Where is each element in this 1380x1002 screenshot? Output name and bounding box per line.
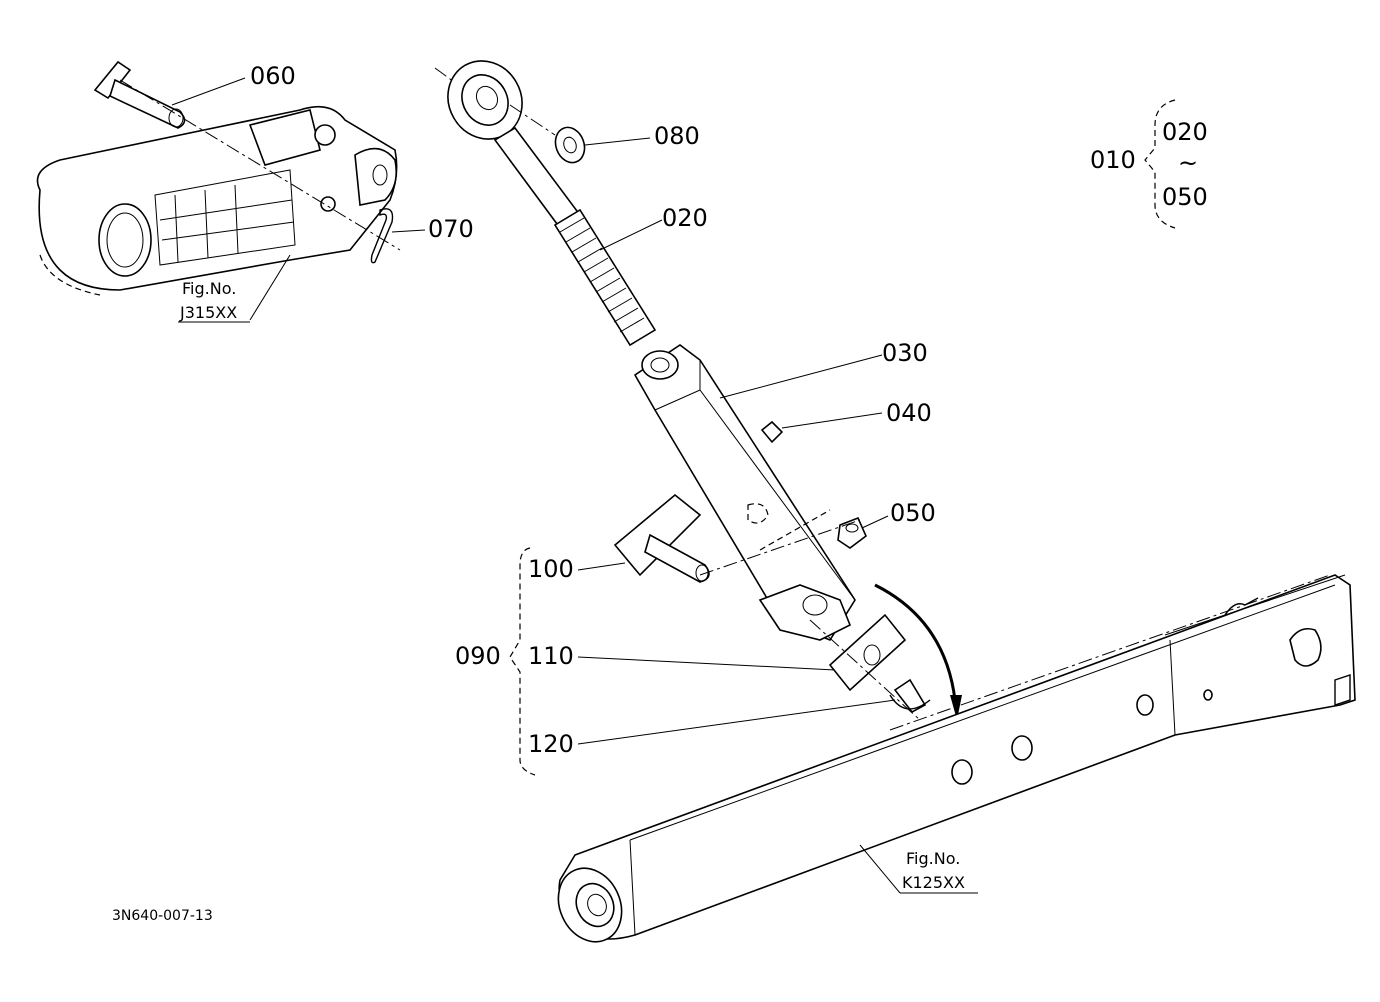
label-range-tilde: ~: [1178, 149, 1198, 177]
drawing-number: 3N640-007-13: [112, 908, 213, 924]
label-040: 040: [886, 399, 932, 427]
ref-upper-code: J315XX: [179, 303, 237, 322]
label-110: 110: [528, 642, 574, 670]
snap-clip-part: [370, 208, 394, 264]
ref-lower-prefix: Fig.No.: [906, 849, 960, 868]
label-090: 090: [455, 642, 501, 670]
label-010: 010: [1090, 146, 1136, 174]
label-030: 030: [882, 339, 928, 367]
label-120: 120: [528, 730, 574, 758]
clevis-pin-part: [613, 493, 710, 583]
washer-axis-line: [509, 104, 556, 136]
set-010-bracket: [1144, 99, 1176, 229]
lower-link-arm-part: [557, 574, 1356, 943]
label-100: 100: [528, 555, 574, 583]
label-range-end: 050: [1162, 183, 1208, 211]
label-range-start: 020: [1162, 118, 1208, 146]
linch-pin-part: [889, 678, 931, 714]
top-link-assembly: [434, 60, 856, 641]
upper-bracket-part: [36, 105, 398, 296]
grease-nipple-part: [760, 420, 784, 444]
lower-link-axis-line: [889, 574, 1331, 731]
retainer-plate-part: [828, 613, 907, 692]
clevis-pin-axis-line: [699, 519, 861, 576]
pin-part: [93, 60, 186, 129]
group-090-bracket: [509, 547, 536, 776]
pin-axis-line: [119, 79, 401, 251]
label-070: 070: [428, 215, 474, 243]
leader-lines: [171, 77, 901, 894]
washer-part: [554, 126, 586, 164]
label-060: 060: [250, 62, 296, 90]
label-020: 020: [662, 204, 708, 232]
label-050: 050: [890, 499, 936, 527]
rotation-arrow: [874, 583, 962, 720]
ref-upper-prefix: Fig.No.: [182, 279, 236, 298]
ref-lower-code: K125XX: [902, 873, 965, 892]
label-080: 080: [654, 122, 700, 150]
